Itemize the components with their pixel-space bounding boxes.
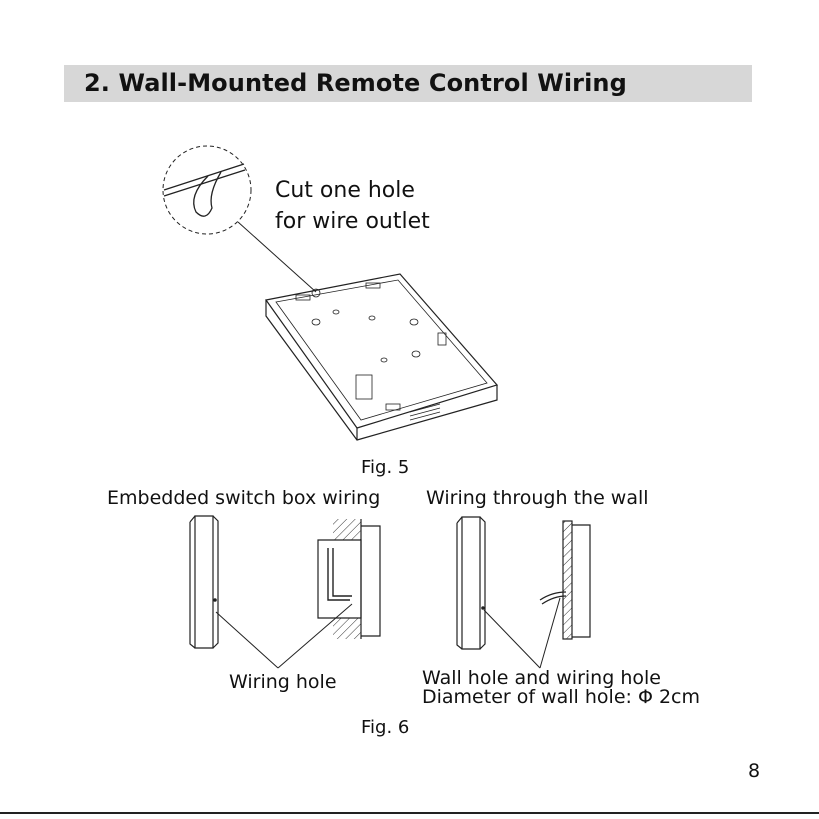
remote-side-view-right — [457, 517, 485, 649]
fig6-caption: Fig. 6 — [361, 717, 409, 738]
embedded-switch-box — [216, 519, 380, 668]
wall-box-back-plate — [266, 274, 497, 440]
callout-line-2: for wire outlet — [275, 206, 430, 237]
fig5-callout: Cut one hole for wire outlet — [275, 175, 430, 237]
wall-hole-diameter: Diameter of wall hole: Φ 2cm — [422, 688, 700, 707]
fig6-right-title: Wiring through the wall — [426, 487, 649, 509]
wall-through-wiring — [484, 521, 590, 668]
wall-hole-label: Wall hole and wiring hole Diameter of wa… — [422, 669, 700, 707]
page-number: 8 — [748, 760, 760, 782]
fig5-caption: Fig. 5 — [361, 457, 409, 478]
callout-line-1: Cut one hole — [275, 175, 430, 206]
remote-side-view-left — [190, 516, 218, 648]
fig6-left-title: Embedded switch box wiring — [107, 487, 380, 509]
wiring-hole-label: Wiring hole — [229, 671, 337, 693]
bottom-rule — [0, 812, 819, 814]
